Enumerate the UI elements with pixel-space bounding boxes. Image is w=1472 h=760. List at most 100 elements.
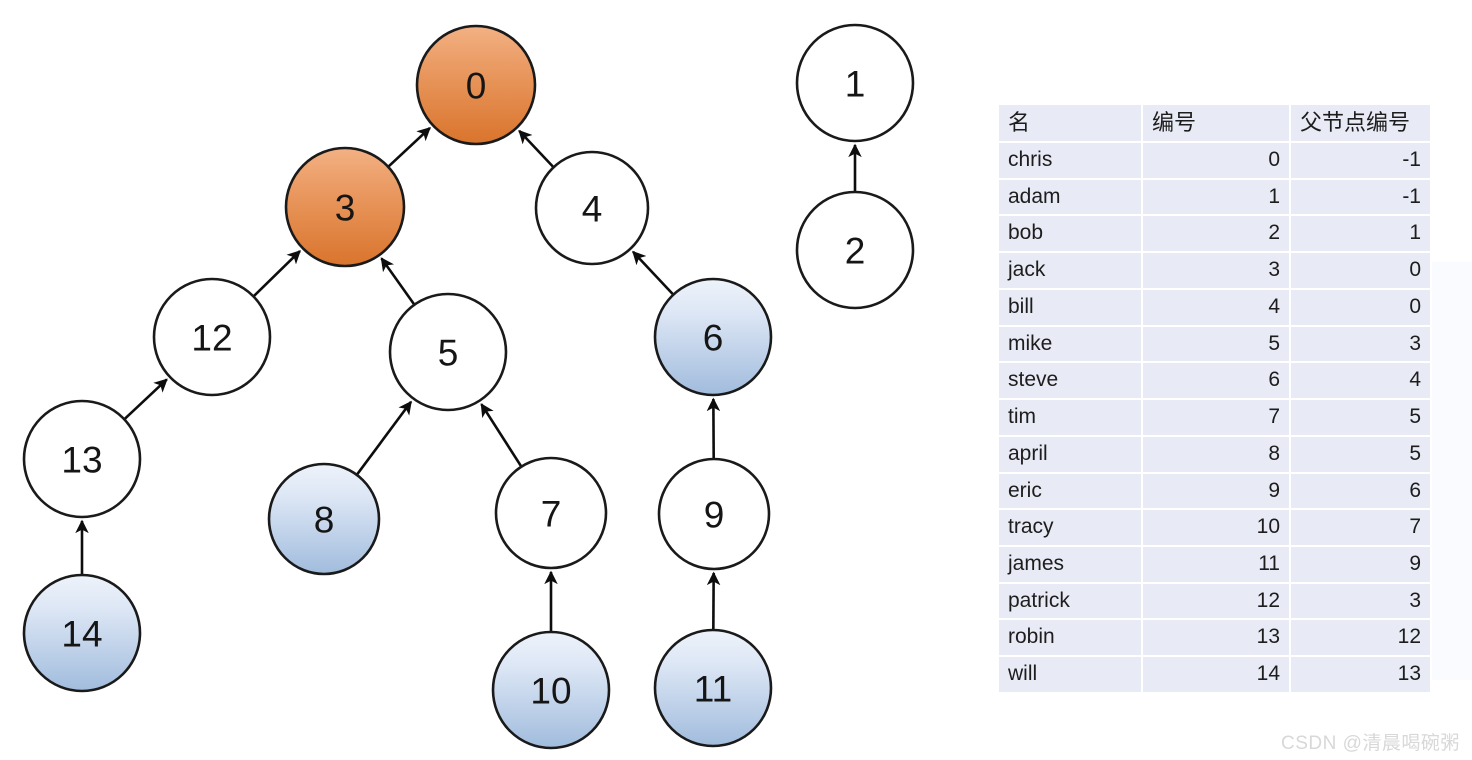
graph-node-13[interactable]: 13 — [22, 399, 142, 519]
edge-5-to-3 — [380, 257, 417, 308]
cell-id: 3 — [1143, 253, 1289, 288]
cell-id: 4 — [1143, 289, 1289, 325]
cell-parent: 5 — [1291, 436, 1430, 472]
table-edge-sliver — [1432, 262, 1472, 680]
column-header-name: 名 — [999, 105, 1141, 142]
graph-node-12[interactable]: 12 — [152, 277, 272, 397]
cell-id: 6 — [1143, 363, 1289, 399]
graph-node-10[interactable]: 10 — [491, 630, 611, 750]
graph-node-1[interactable]: 1 — [795, 23, 915, 143]
cell-name: mike — [999, 326, 1141, 362]
column-header-parent: 父节点编号 — [1291, 105, 1430, 142]
graph-node-9[interactable]: 9 — [657, 457, 771, 571]
cell-id: 13 — [1143, 620, 1289, 656]
graph-node-2[interactable]: 2 — [795, 190, 915, 310]
cell-id: 8 — [1143, 436, 1289, 472]
cell-parent: 0 — [1291, 253, 1430, 288]
cell-name: bob — [999, 216, 1141, 252]
node-circle-10[interactable] — [491, 630, 611, 750]
cell-parent: -1 — [1291, 179, 1430, 215]
cell-parent: 0 — [1291, 289, 1430, 325]
cell-name: steve — [999, 363, 1141, 399]
edge-6-to-4 — [632, 250, 676, 298]
table-header-row: 名 编号 父节点编号 — [999, 105, 1430, 142]
cell-parent: 3 — [1291, 583, 1430, 619]
cell-name: eric — [999, 473, 1141, 509]
node-circle-9[interactable] — [657, 457, 771, 571]
cell-parent: 6 — [1291, 473, 1430, 509]
edge-3-to-0 — [385, 126, 431, 170]
cell-parent: -1 — [1291, 143, 1430, 178]
cell-parent: 9 — [1291, 546, 1430, 582]
graph-node-5[interactable]: 5 — [388, 292, 508, 412]
cell-id: 12 — [1143, 583, 1289, 619]
node-circle-0[interactable] — [415, 24, 537, 146]
node-circle-6[interactable] — [653, 277, 773, 397]
graph-node-7[interactable]: 7 — [494, 456, 608, 570]
node-circle-7[interactable] — [494, 456, 608, 570]
graph-node-6[interactable]: 6 — [653, 277, 773, 397]
node-circle-11[interactable] — [653, 628, 773, 748]
cell-id: 9 — [1143, 473, 1289, 509]
node-circle-2[interactable] — [795, 190, 915, 310]
node-circle-12[interactable] — [152, 277, 272, 397]
graph-node-3[interactable]: 3 — [284, 146, 406, 268]
node-circle-4[interactable] — [534, 150, 650, 266]
node-circle-3[interactable] — [284, 146, 406, 268]
cell-id: 1 — [1143, 179, 1289, 215]
cell-name: james — [999, 546, 1141, 582]
edge-13-to-12 — [121, 378, 168, 422]
node-circle-1[interactable] — [795, 23, 915, 143]
watermark: CSDN @清晨喝碗粥 — [1281, 733, 1460, 754]
cell-parent: 12 — [1291, 620, 1430, 656]
graph-node-4[interactable]: 4 — [534, 150, 650, 266]
cell-name: tim — [999, 400, 1141, 435]
cell-id: 14 — [1143, 657, 1289, 692]
cell-name: patrick — [999, 583, 1141, 619]
graph-node-11[interactable]: 11 — [653, 628, 773, 748]
column-header-id: 编号 — [1143, 105, 1289, 142]
node-circle-14[interactable] — [22, 573, 142, 693]
cell-parent: 3 — [1291, 326, 1430, 362]
cell-name: tracy — [999, 510, 1141, 545]
cell-parent: 4 — [1291, 363, 1430, 399]
node-circle-8[interactable] — [267, 462, 381, 576]
cell-name: bill — [999, 289, 1141, 325]
graph-node-0[interactable]: 0 — [415, 24, 537, 146]
cell-name: robin — [999, 620, 1141, 656]
edge-8-to-5 — [354, 400, 413, 478]
cell-parent: 13 — [1291, 657, 1430, 692]
cell-name: will — [999, 657, 1141, 692]
cell-parent: 1 — [1291, 216, 1430, 252]
edge-4-to-0 — [518, 129, 556, 170]
graph-node-8[interactable]: 8 — [267, 462, 381, 576]
edge-12-to-3 — [251, 250, 301, 299]
edge-layer — [75, 126, 862, 634]
node-circle-13[interactable] — [22, 399, 142, 519]
cell-id: 7 — [1143, 400, 1289, 435]
cell-parent: 5 — [1291, 400, 1430, 435]
cell-id: 10 — [1143, 510, 1289, 545]
node-circle-5[interactable] — [388, 292, 508, 412]
graph-node-14[interactable]: 14 — [22, 573, 142, 693]
cell-id: 5 — [1143, 326, 1289, 362]
